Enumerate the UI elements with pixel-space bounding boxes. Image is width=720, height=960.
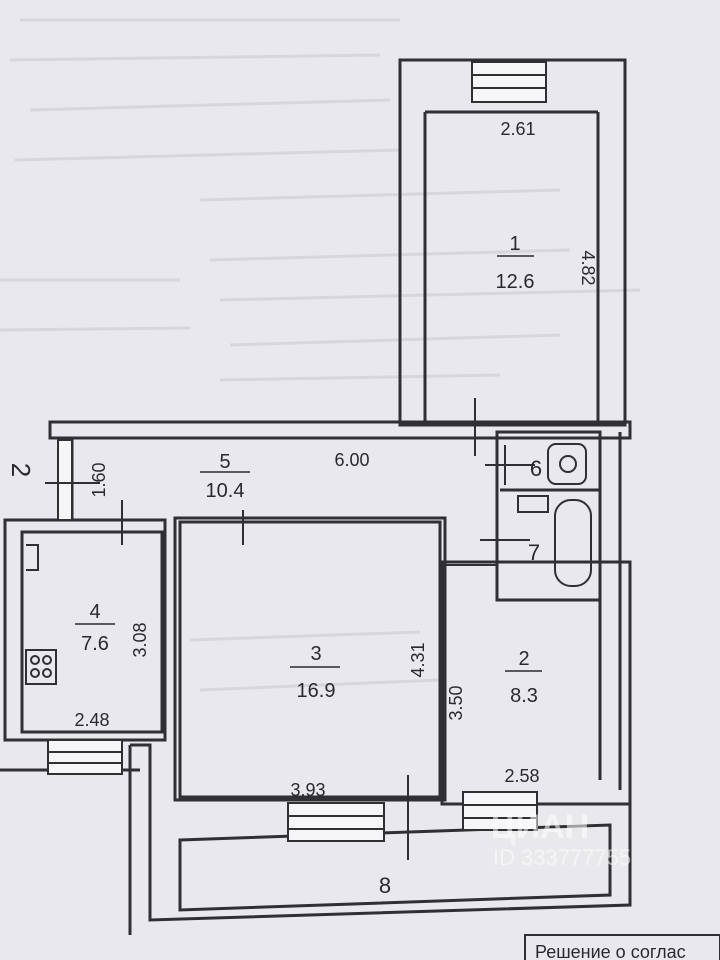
door-marks xyxy=(45,398,535,860)
room-3-number: 3 xyxy=(310,643,321,665)
room-label-2: 2 8.3 xyxy=(505,648,542,707)
window-room1 xyxy=(471,61,547,103)
watermark-brand: ЦИАН xyxy=(491,808,589,846)
room-7-label: 7 xyxy=(528,540,540,565)
toilet-icon xyxy=(547,443,587,485)
hall-band xyxy=(48,420,632,440)
dim-room2-length: 3.50 xyxy=(446,685,466,720)
stamp-text: Решение о соглас xyxy=(535,942,686,960)
watermark: ЦИАН ID 333777755 xyxy=(491,808,631,870)
room-label-1: 1 12.6 xyxy=(496,233,535,293)
room-label-3: 3 16.9 xyxy=(290,643,340,702)
watermark-id: ID 333777755 xyxy=(493,845,631,870)
room-3-area: 16.9 xyxy=(297,680,336,702)
window-room2 xyxy=(462,791,538,831)
room-1-outline xyxy=(398,58,627,427)
window-room4 xyxy=(47,739,123,775)
bathtub-icon xyxy=(554,499,592,587)
room-4-number: 4 xyxy=(89,601,100,623)
kitchen-sink-icon xyxy=(26,544,39,571)
dim-room1-width: 2.61 xyxy=(500,119,535,139)
dim-hall-width: 1.60 xyxy=(89,462,109,497)
room-5-area: 10.4 xyxy=(206,480,245,502)
window-hall-left xyxy=(57,439,73,521)
room-1-number: 1 xyxy=(509,233,520,255)
room-6-label: 6 xyxy=(530,456,542,481)
room-2-number: 2 xyxy=(518,648,529,670)
fixtures xyxy=(25,443,592,685)
room-label-4: 4 7.6 xyxy=(75,601,115,655)
stamp-box xyxy=(524,934,720,960)
sink-icon xyxy=(517,495,549,513)
dim-room4-width: 2.48 xyxy=(74,710,109,730)
windows xyxy=(47,61,547,842)
window-room3 xyxy=(287,802,385,842)
dim-room3-width: 3.93 xyxy=(290,780,325,800)
dim-room3-length: 4.31 xyxy=(408,642,428,677)
room-4-area: 7.6 xyxy=(81,633,109,655)
dim-hall-length: 6.00 xyxy=(334,450,369,470)
dim-room2-width: 2.58 xyxy=(504,766,539,786)
room-2-area: 8.3 xyxy=(510,685,538,707)
edge-label-2: 2 xyxy=(6,463,36,477)
stove-icon xyxy=(25,649,57,685)
room-8-label: 8 xyxy=(379,873,391,898)
dim-room1-length: 4.82 xyxy=(578,250,598,285)
room-1-area: 12.6 xyxy=(496,271,535,293)
dim-room4-length: 3.08 xyxy=(130,622,150,657)
balcony-outline xyxy=(130,743,632,922)
room-5-number: 5 xyxy=(219,451,230,473)
room-label-5: 5 10.4 xyxy=(200,451,250,502)
faded-background-text xyxy=(0,18,641,692)
